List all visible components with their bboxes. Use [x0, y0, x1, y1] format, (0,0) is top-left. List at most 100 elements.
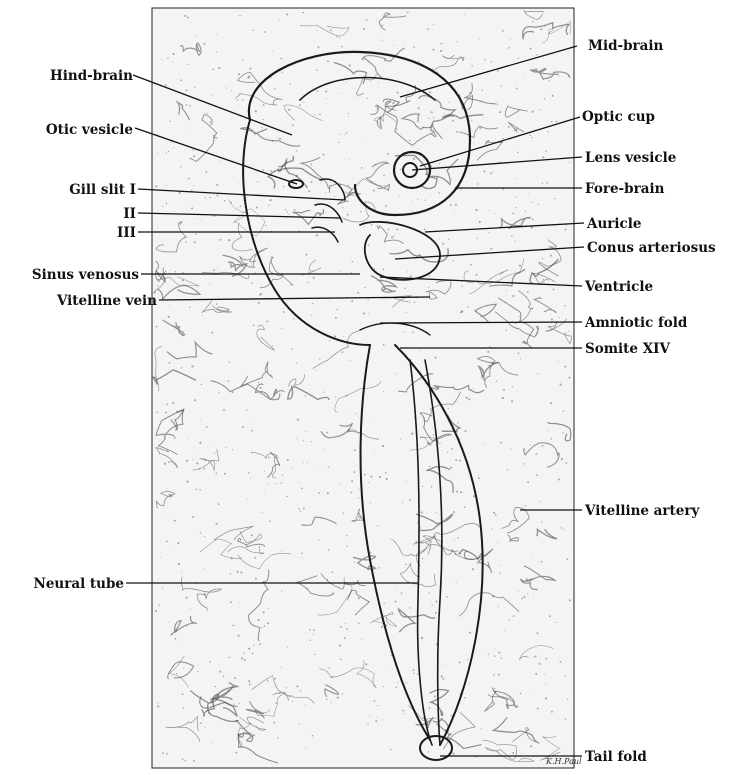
stipple-dot [425, 200, 426, 201]
stipple-dot [274, 686, 275, 687]
stipple-dot [160, 557, 161, 558]
stipple-dot [194, 399, 196, 401]
stipple-dot [232, 176, 233, 177]
stipple-dot [536, 474, 538, 476]
stipple-dot [327, 492, 329, 494]
stipple-dot [552, 95, 554, 97]
stipple-dot [406, 682, 407, 683]
stipple-dot [464, 14, 465, 15]
label-ventricle: Ventricle [584, 279, 653, 295]
stipple-dot [331, 702, 332, 703]
stipple-dot [497, 70, 499, 72]
stipple-dot [441, 675, 443, 677]
stipple-dot [520, 693, 522, 695]
stipple-dot [337, 697, 339, 699]
stipple-dot [545, 684, 546, 685]
stipple-dot [303, 462, 304, 463]
stipple-dot [365, 663, 367, 665]
stipple-dot [560, 384, 562, 386]
stipple-dot [335, 317, 337, 319]
stipple-dot [332, 593, 334, 595]
stipple-dot [358, 497, 359, 498]
stipple-dot [539, 501, 540, 502]
stipple-dot [448, 102, 449, 103]
stipple-dot [362, 58, 364, 60]
stipple-dot [472, 568, 474, 570]
stipple-dot [305, 633, 306, 634]
stipple-dot [174, 520, 176, 522]
left-labels: Hind-brain Otic vesicle Gill slit I II I… [32, 68, 157, 592]
stipple-dot [461, 310, 463, 312]
stipple-dot [305, 254, 307, 256]
stipple-dot [314, 654, 315, 655]
stipple-dot [473, 495, 475, 497]
stipple-dot [415, 541, 417, 543]
stipple-dot [216, 523, 218, 525]
stipple-dot [313, 277, 315, 279]
stipple-dot [446, 431, 447, 432]
stipple-dot [459, 661, 461, 663]
stipple-dot [452, 260, 454, 262]
stipple-dot [529, 135, 531, 137]
stipple-dot [191, 207, 193, 209]
stipple-dot [287, 459, 289, 461]
stipple-dot [206, 426, 208, 428]
stipple-dot [218, 67, 220, 69]
stipple-dot [555, 622, 556, 623]
stipple-dot [488, 653, 489, 654]
stipple-dot [397, 92, 399, 94]
stipple-dot [529, 444, 530, 445]
label-fore-brain: Fore-brain [585, 181, 665, 197]
stipple-dot [431, 604, 432, 605]
stipple-dot [182, 693, 184, 695]
stipple-dot [419, 254, 420, 255]
stipple-dot [276, 457, 278, 459]
stipple-dot [448, 408, 449, 409]
stipple-dot [532, 21, 533, 22]
stipple-dot [377, 438, 379, 440]
stipple-dot [242, 426, 244, 428]
stipple-dot [461, 617, 462, 618]
stipple-dot [161, 59, 162, 60]
stipple-dot [429, 466, 430, 467]
stipple-dot [197, 218, 198, 219]
stipple-dot [527, 594, 528, 595]
stipple-dot [195, 36, 196, 37]
stipple-dot [162, 752, 164, 754]
stipple-dot [205, 171, 207, 173]
stipple-dot [565, 718, 567, 720]
stipple-dot [454, 540, 455, 541]
stipple-dot [158, 604, 159, 605]
stipple-dot [234, 720, 236, 722]
stipple-dot [545, 697, 547, 699]
stipple-dot [187, 16, 189, 18]
stipple-dot [219, 161, 220, 162]
stipple-dot [471, 65, 472, 66]
stipple-dot [278, 398, 279, 399]
stipple-dot [179, 192, 181, 194]
stipple-dot [425, 173, 427, 175]
stipple-dot [394, 235, 395, 236]
stipple-dot [533, 597, 534, 598]
stipple-dot [345, 219, 346, 220]
stipple-dot [228, 683, 229, 684]
stipple-dot [429, 91, 431, 93]
stipple-dot [354, 471, 356, 473]
stipple-dot [396, 373, 397, 374]
stipple-dot [439, 238, 440, 239]
stipple-dot [396, 128, 397, 129]
stipple-dot [157, 153, 158, 154]
stipple-dot [325, 90, 327, 92]
stipple-dot [250, 478, 251, 479]
stipple-dot [531, 555, 532, 556]
stipple-dot [344, 134, 345, 135]
stipple-dot [452, 120, 454, 122]
stipple-dot [283, 308, 284, 309]
stipple-dot [209, 284, 210, 285]
stipple-dot [359, 489, 360, 490]
stipple-dot [157, 705, 159, 707]
stipple-dot [352, 261, 354, 263]
stipple-dot [560, 661, 562, 663]
stipple-dot [166, 185, 167, 186]
stipple-dot [204, 726, 205, 727]
